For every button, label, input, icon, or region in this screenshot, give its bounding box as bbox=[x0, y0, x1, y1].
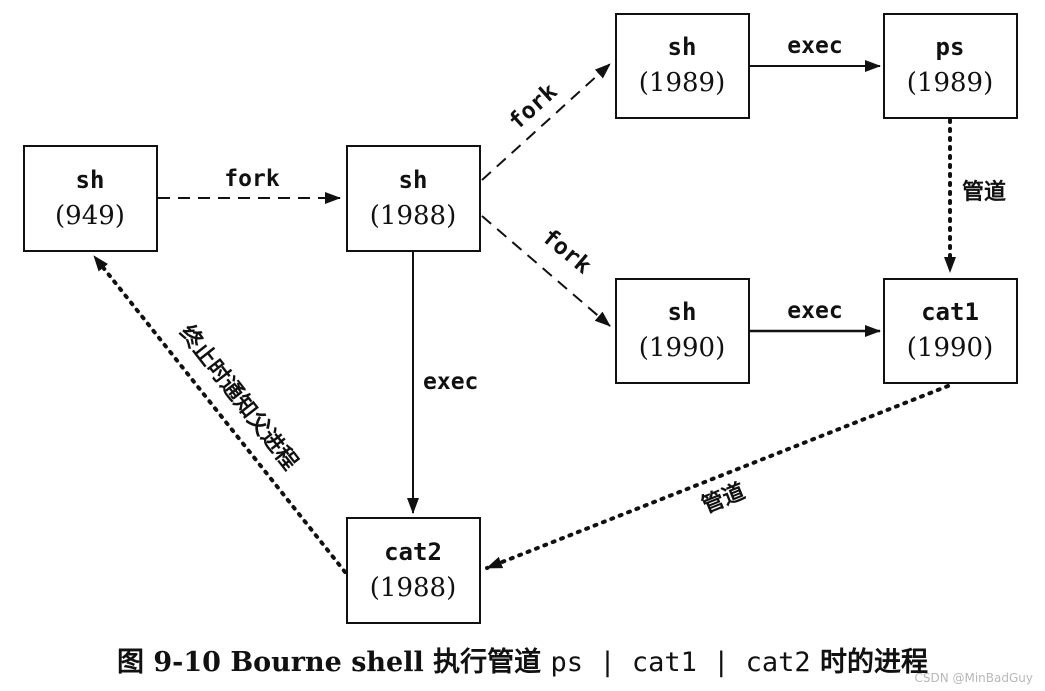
svg-text:sh: sh bbox=[668, 33, 697, 61]
node-sh-1989: sh (1989) bbox=[615, 13, 750, 119]
svg-text:(1989): (1989) bbox=[907, 68, 993, 98]
edge-pipe-diag: 管道 bbox=[485, 384, 950, 570]
node-sh-949: sh (949) bbox=[23, 145, 158, 252]
node-cat1-1990: cat1 (1990) bbox=[883, 278, 1018, 384]
edge-exec-upper: exec bbox=[750, 33, 881, 72]
svg-text:sh: sh bbox=[668, 298, 697, 326]
svg-text:(949): (949) bbox=[55, 201, 125, 231]
svg-text:cat2: cat2 bbox=[384, 538, 442, 566]
node-cat2-1988: cat2 (1988) bbox=[346, 517, 481, 624]
edge-exec-down: exec bbox=[407, 252, 478, 514]
svg-text:(1988): (1988) bbox=[370, 201, 456, 231]
svg-text:exec: exec bbox=[787, 298, 842, 324]
figure-caption: 图 9-10 Bourne shell 执行管道 ps | cat1 | cat… bbox=[0, 640, 1045, 679]
watermark: CSDN @MinBadGuy bbox=[914, 671, 1033, 685]
svg-text:exec: exec bbox=[787, 33, 842, 59]
svg-text:sh: sh bbox=[76, 166, 105, 194]
edge-fork-upper: fork bbox=[481, 63, 611, 181]
node-sh-1990: sh (1990) bbox=[615, 278, 750, 384]
svg-text:fork: fork bbox=[504, 79, 563, 135]
svg-text:cat1: cat1 bbox=[921, 298, 979, 326]
svg-text:fork: fork bbox=[224, 166, 280, 192]
process-diagram: sh (949) sh (1988) sh (1989) ps (1989) s… bbox=[23, 13, 1018, 624]
svg-text:(1988): (1988) bbox=[370, 573, 456, 603]
svg-text:ps: ps bbox=[936, 33, 965, 61]
svg-text:(1990): (1990) bbox=[907, 333, 993, 363]
svg-text:终止时通知父进程: 终止时通知父进程 bbox=[174, 320, 303, 475]
svg-text:管道: 管道 bbox=[962, 179, 1006, 205]
node-sh-1988: sh (1988) bbox=[346, 145, 481, 252]
caption-prefix: 图 9-10 Bourne shell 执行管道 bbox=[116, 647, 551, 678]
edge-notify-parent: 终止时通知父进程 bbox=[92, 254, 347, 574]
svg-text:sh: sh bbox=[399, 166, 428, 194]
svg-text:(1990): (1990) bbox=[639, 333, 725, 363]
caption-command: ps | cat1 | cat2 bbox=[550, 647, 811, 678]
edge-pipe-right: 管道 bbox=[944, 118, 1006, 274]
edge-fork-main: fork bbox=[158, 166, 341, 204]
svg-text:exec: exec bbox=[423, 369, 478, 395]
node-ps-1989: ps (1989) bbox=[883, 13, 1018, 119]
caption-suffix: 时的进程 bbox=[810, 647, 929, 678]
edge-fork-lower: fork bbox=[481, 215, 611, 327]
edge-exec-lower: exec bbox=[750, 298, 881, 337]
svg-text:(1989): (1989) bbox=[639, 68, 725, 98]
svg-text:管道: 管道 bbox=[698, 478, 749, 519]
